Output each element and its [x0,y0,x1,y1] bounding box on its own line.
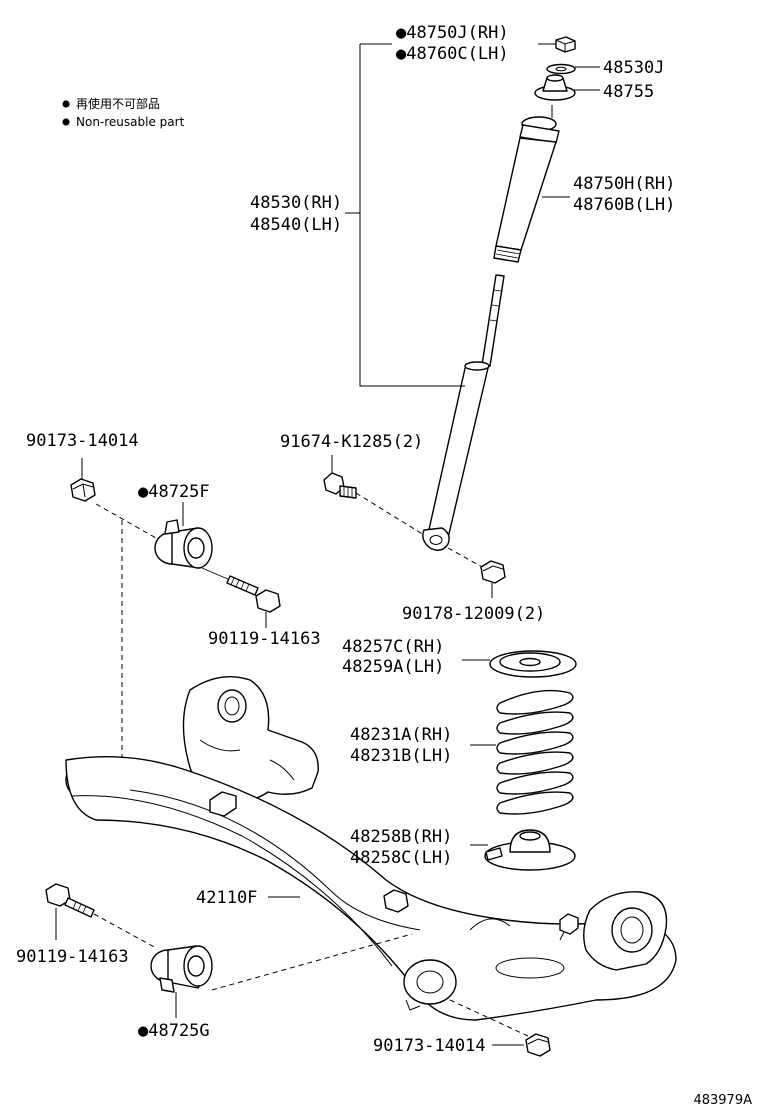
callout-coil-spring: 48231A(RH) 48231B(LH) [350,725,452,766]
callout-shock-absorber-line1: 48530(RH) [250,193,342,213]
lower-insulator-part[interactable] [484,829,576,871]
callout-shock-absorber: 48530(RH) 48540(LH) [250,193,342,235]
legend-en-text: Non-reusable part [76,115,185,129]
callout-nut-bottom: 90173-14014 [373,1036,486,1056]
callout-bound-bumper-line1: ●48750J(RH) [396,23,509,43]
callout-upper-insulator: 48257C(RH) 48259A(LH) [342,637,444,677]
callout-dust-cover-line2: 48760B(LH) [573,195,675,215]
callout-bound-bumper-line2: ●48760C(LH) [396,44,509,64]
callout-nut-top-left: 90173-14014 [26,431,139,451]
nut-bottom-part[interactable] [525,1033,551,1057]
callout-axle-beam: 42110F [196,888,257,908]
callout-support: 48755 [603,82,654,102]
callout-washer: 48530J [603,58,664,78]
bolt-bushing-top-part[interactable] [201,567,281,613]
legend-jp-text: 再使用不可部品 [76,96,160,111]
callout-upper-insulator-line1: 48257C(RH) [342,637,444,657]
nut-shock-lower-part[interactable] [480,560,506,584]
callout-shock-absorber-line2: 48540(LH) [250,215,342,235]
upper-insulator-part[interactable] [489,650,577,678]
bound-bumper-part[interactable] [555,36,576,53]
coil-spring-part[interactable] [496,689,574,815]
legend: 再使用不可部品 Non-reusable part [62,96,185,129]
shock-absorber-part[interactable] [422,274,505,551]
callout-bolt-shock: 91674-K1285(2) [280,432,423,452]
callout-bolt-bushing-top: 90119-14163 [208,629,321,649]
callout-dust-cover-line1: 48750H(RH) [573,174,675,194]
callout-lower-insulator: 48258B(RH) 48258C(LH) [350,827,452,868]
callout-nut-shock: 90178-12009(2) [402,604,545,624]
dust-cover-part[interactable] [493,116,560,263]
callout-lower-insulator-line2: 48258C(LH) [350,848,452,868]
callout-coil-spring-line2: 48231B(LH) [350,746,452,766]
bushing-top-part[interactable] [154,519,213,569]
callout-bushing-bottom: ●48725G [138,1021,210,1041]
bolt-bushing-bottom-part[interactable] [45,883,95,918]
callout-dust-cover: 48750H(RH) 48760B(LH) [573,174,675,215]
support-part[interactable] [534,74,576,101]
callout-bound-bumper: ●48750J(RH) ●48760C(LH) [396,23,509,64]
callout-lower-insulator-line1: 48258B(RH) [350,827,452,847]
callout-upper-insulator-line2: 48259A(LH) [342,657,444,677]
diagram-id: 483979A [693,1093,752,1108]
nut-top-left-part[interactable] [70,478,96,502]
callout-bushing-top: ●48725F [138,482,210,502]
callout-bolt-bushing-bottom: 90119-14163 [16,947,129,967]
axle-beam-part[interactable] [65,675,677,1021]
bolt-shock-lower-part[interactable] [323,472,357,499]
callout-coil-spring-line1: 48231A(RH) [350,725,452,745]
bushing-bottom-part[interactable] [150,945,213,993]
washer-part[interactable] [546,63,576,75]
